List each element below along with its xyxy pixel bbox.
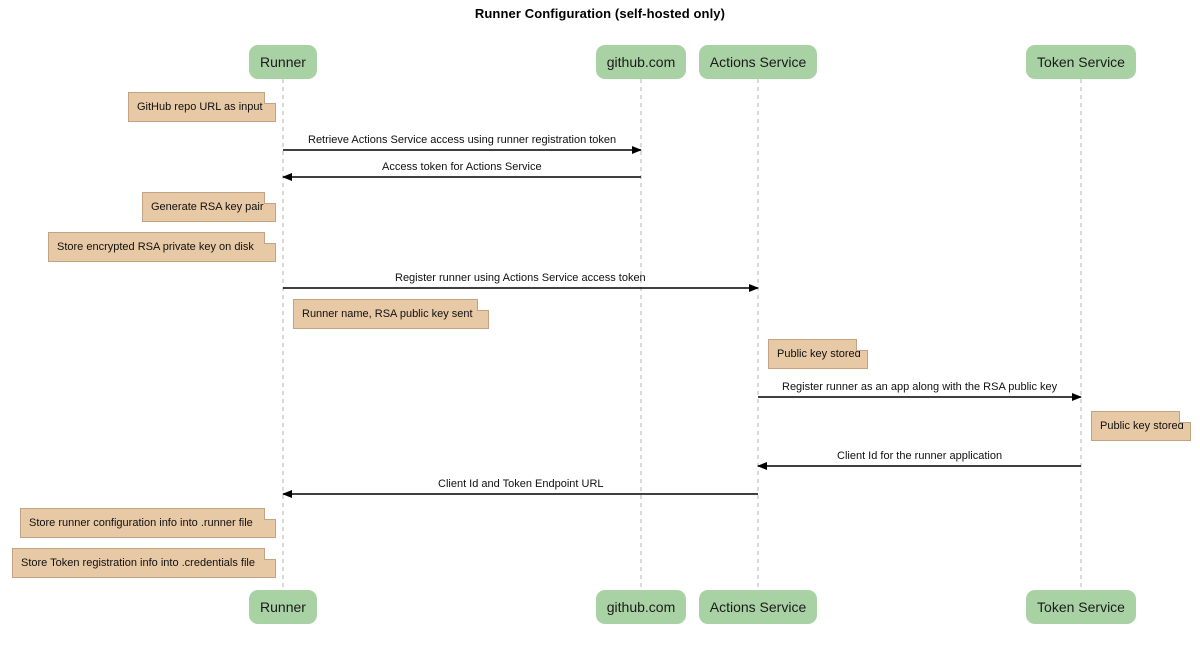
participant-label: Actions Service — [709, 599, 807, 615]
participant-runner-top[interactable]: Runner — [249, 45, 317, 79]
note-fold-corner-icon — [264, 232, 276, 244]
msg-access-token-label: Access token for Actions Service — [382, 161, 542, 173]
msg-register-app-label: Register runner as an app along with the… — [782, 381, 1058, 393]
note-text: Public key stored — [777, 348, 861, 360]
note-store-private-key: Store encrypted RSA private key on disk — [48, 232, 276, 262]
note-fold-corner-icon — [264, 92, 276, 104]
note-text: Store encrypted RSA private key on disk — [57, 241, 254, 253]
note-text: Runner name, RSA public key sent — [302, 308, 473, 320]
participant-actions-bottom[interactable]: Actions Service — [699, 590, 817, 624]
lifelines-group — [282, 79, 1082, 590]
msg-client-id-label: Client Id for the runner application — [837, 450, 1003, 462]
participant-label: Token Service — [1037, 599, 1125, 615]
note-public-key-stored-actions: Public key stored — [768, 339, 868, 369]
note-store-token-registration: Store Token registration info into .cred… — [12, 548, 276, 578]
participant-github-bottom[interactable]: github.com — [596, 590, 686, 624]
participant-actions-top[interactable]: Actions Service — [699, 45, 817, 79]
note-text: Store runner configuration info into .ru… — [29, 517, 253, 529]
note-fold-corner-icon — [477, 299, 489, 311]
note-fold-corner-icon — [856, 339, 868, 351]
participant-token-bottom[interactable]: Token Service — [1026, 590, 1136, 624]
participant-label: Runner — [260, 54, 306, 70]
participant-runner-bottom[interactable]: Runner — [249, 590, 317, 624]
note-repo-url: GitHub repo URL as input — [128, 92, 276, 122]
note-fold-corner-icon — [264, 508, 276, 520]
note-runner-name: Runner name, RSA public key sent — [293, 299, 489, 329]
note-text: Store Token registration info into .cred… — [21, 557, 255, 569]
participant-github-top[interactable]: github.com — [596, 45, 686, 79]
diagram-title: Runner Configuration (self-hosted only) — [474, 6, 726, 21]
msg-retrieve-actions-access-label: Retrieve Actions Service access using ru… — [308, 134, 617, 146]
participant-label: github.com — [606, 599, 676, 615]
participant-label: Runner — [260, 599, 306, 615]
note-public-key-stored-token: Public key stored — [1091, 411, 1191, 441]
msg-register-runner-label: Register runner using Actions Service ac… — [395, 272, 646, 284]
note-text: Generate RSA key pair — [151, 201, 264, 213]
participant-label: github.com — [606, 54, 676, 70]
msg-client-id-token-url-label: Client Id and Token Endpoint URL — [438, 478, 604, 490]
note-text: Public key stored — [1100, 420, 1184, 432]
note-fold-corner-icon — [264, 192, 276, 204]
note-generate-rsa: Generate RSA key pair — [142, 192, 276, 222]
note-text: GitHub repo URL as input — [137, 101, 263, 113]
arrows-group — [282, 146, 1082, 498]
participant-label: Actions Service — [709, 54, 807, 70]
note-fold-corner-icon — [264, 548, 276, 560]
note-fold-corner-icon — [1179, 411, 1191, 423]
participant-label: Token Service — [1037, 54, 1125, 70]
note-store-runner-config: Store runner configuration info into .ru… — [20, 508, 276, 538]
participant-token-top[interactable]: Token Service — [1026, 45, 1136, 79]
